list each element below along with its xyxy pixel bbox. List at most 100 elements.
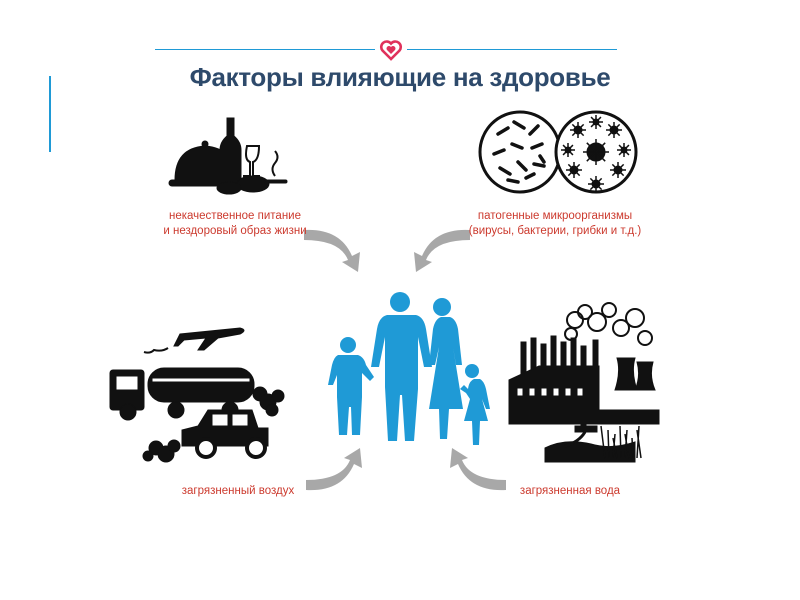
bacteria-rod bbox=[524, 172, 536, 180]
virus-spike bbox=[617, 169, 625, 177]
reed bbox=[600, 425, 606, 459]
virus-spike bbox=[611, 163, 619, 171]
virus-spike bbox=[589, 177, 597, 185]
virus-spike bbox=[573, 169, 581, 177]
factory-window bbox=[576, 387, 584, 397]
bacteria-rod bbox=[528, 124, 540, 136]
family-group bbox=[328, 292, 490, 445]
arrow-air-to-family bbox=[306, 448, 362, 491]
jeep-wheel bbox=[195, 437, 217, 459]
truck-tank bbox=[147, 367, 255, 403]
girl-body bbox=[460, 379, 490, 445]
factory-smoke bbox=[564, 302, 653, 346]
smoke-cloud bbox=[637, 330, 653, 346]
food-bread bbox=[216, 181, 242, 195]
factor-microbes-line2: (вирусы, бактерии, грибки и т.д.) bbox=[468, 225, 642, 237]
factor-water-label: загрязненная вода bbox=[519, 485, 621, 497]
smoke-cloud bbox=[612, 319, 630, 337]
jeep-wheel bbox=[245, 437, 267, 459]
factory-building bbox=[508, 365, 660, 425]
virus-spike bbox=[595, 183, 603, 191]
airplane-exhaust bbox=[143, 347, 169, 354]
bacteria-rod bbox=[538, 154, 546, 164]
cooling-tower bbox=[634, 361, 656, 391]
virus-spike bbox=[589, 183, 597, 191]
factory-window bbox=[528, 387, 536, 397]
page-title: Факторы влияющие на здоровье bbox=[189, 62, 611, 92]
food-wine-icon bbox=[168, 117, 288, 195]
virus-spike bbox=[590, 116, 597, 123]
jeep-smoke bbox=[142, 439, 181, 463]
bacteria-rod bbox=[530, 142, 544, 150]
virus-spike bbox=[595, 116, 602, 123]
truck-wheel bbox=[167, 401, 185, 419]
reed bbox=[636, 429, 642, 459]
side-accent-bar bbox=[49, 76, 51, 152]
bacteria-rod bbox=[532, 162, 546, 168]
arrow-body bbox=[306, 448, 362, 491]
bacteria-rod bbox=[506, 178, 520, 184]
virus-spike bbox=[586, 142, 597, 153]
virus-spike bbox=[595, 177, 603, 185]
virus-spike bbox=[618, 149, 625, 156]
factory-windows bbox=[516, 387, 584, 397]
food-cloche-knob bbox=[201, 140, 209, 148]
boy-body bbox=[328, 355, 374, 435]
virus-spike bbox=[607, 123, 615, 131]
bacteria-virus-icon bbox=[478, 110, 638, 194]
factory-window bbox=[552, 387, 560, 397]
arrow-food-to-family bbox=[304, 229, 360, 272]
smoke-puff bbox=[271, 389, 285, 403]
bacteria-rods bbox=[492, 120, 546, 184]
dead-reeds bbox=[600, 425, 642, 459]
truck-window bbox=[115, 375, 139, 391]
reed bbox=[607, 429, 610, 459]
reed bbox=[624, 433, 630, 459]
virus-spike bbox=[595, 142, 606, 153]
virus-spike bbox=[595, 151, 606, 162]
smoke-cloud bbox=[577, 304, 593, 320]
smoke-puff bbox=[167, 439, 181, 453]
wine-bottle bbox=[219, 117, 242, 187]
smoke-cloud bbox=[587, 312, 607, 332]
virus-spike bbox=[577, 123, 585, 131]
smoke-cloud bbox=[625, 308, 645, 328]
smoke-cloud bbox=[601, 302, 617, 318]
arrow-body bbox=[304, 229, 360, 272]
wine-glass bbox=[243, 145, 261, 180]
virus-spike bbox=[577, 129, 585, 137]
virus-spike bbox=[573, 163, 581, 171]
virus-spike bbox=[618, 144, 625, 151]
cigarette bbox=[264, 179, 288, 184]
factor-food-line2: и нездоровый образ жизни bbox=[163, 225, 307, 237]
arrow-body bbox=[450, 448, 506, 491]
factor-food-label: некачественное питание и нездоровый обра… bbox=[140, 209, 330, 239]
mother-head bbox=[433, 298, 451, 316]
cooling-tower bbox=[614, 357, 638, 391]
jeep-window bbox=[211, 413, 229, 427]
smoke-cloud bbox=[566, 311, 584, 329]
family-silhouette-icon bbox=[328, 292, 490, 445]
boy-head bbox=[340, 337, 356, 353]
girl-head bbox=[465, 364, 479, 378]
food-meat bbox=[236, 175, 270, 193]
smoke-puff bbox=[142, 450, 154, 462]
factor-air-label: загрязненный воздух bbox=[181, 485, 295, 497]
truck-smoke bbox=[252, 386, 285, 417]
virus-spike bbox=[567, 169, 575, 177]
bacteria-rod bbox=[512, 120, 526, 130]
factor-microbes-label: патогенные микроорганизмы (вирусы, бакте… bbox=[450, 209, 660, 239]
jeep-window bbox=[231, 413, 249, 427]
father-body bbox=[371, 315, 432, 441]
airplane bbox=[173, 327, 245, 351]
virus-spike bbox=[586, 151, 597, 162]
virus-spike bbox=[611, 169, 619, 177]
smoke-puff bbox=[265, 403, 279, 417]
top-line-right bbox=[407, 49, 617, 50]
virus-spike bbox=[590, 121, 597, 128]
factory-window bbox=[516, 387, 524, 397]
virus-spike bbox=[617, 163, 625, 171]
virus-spike bbox=[613, 123, 621, 131]
virus-spike bbox=[571, 129, 579, 137]
logo-heart-shape bbox=[379, 40, 403, 61]
